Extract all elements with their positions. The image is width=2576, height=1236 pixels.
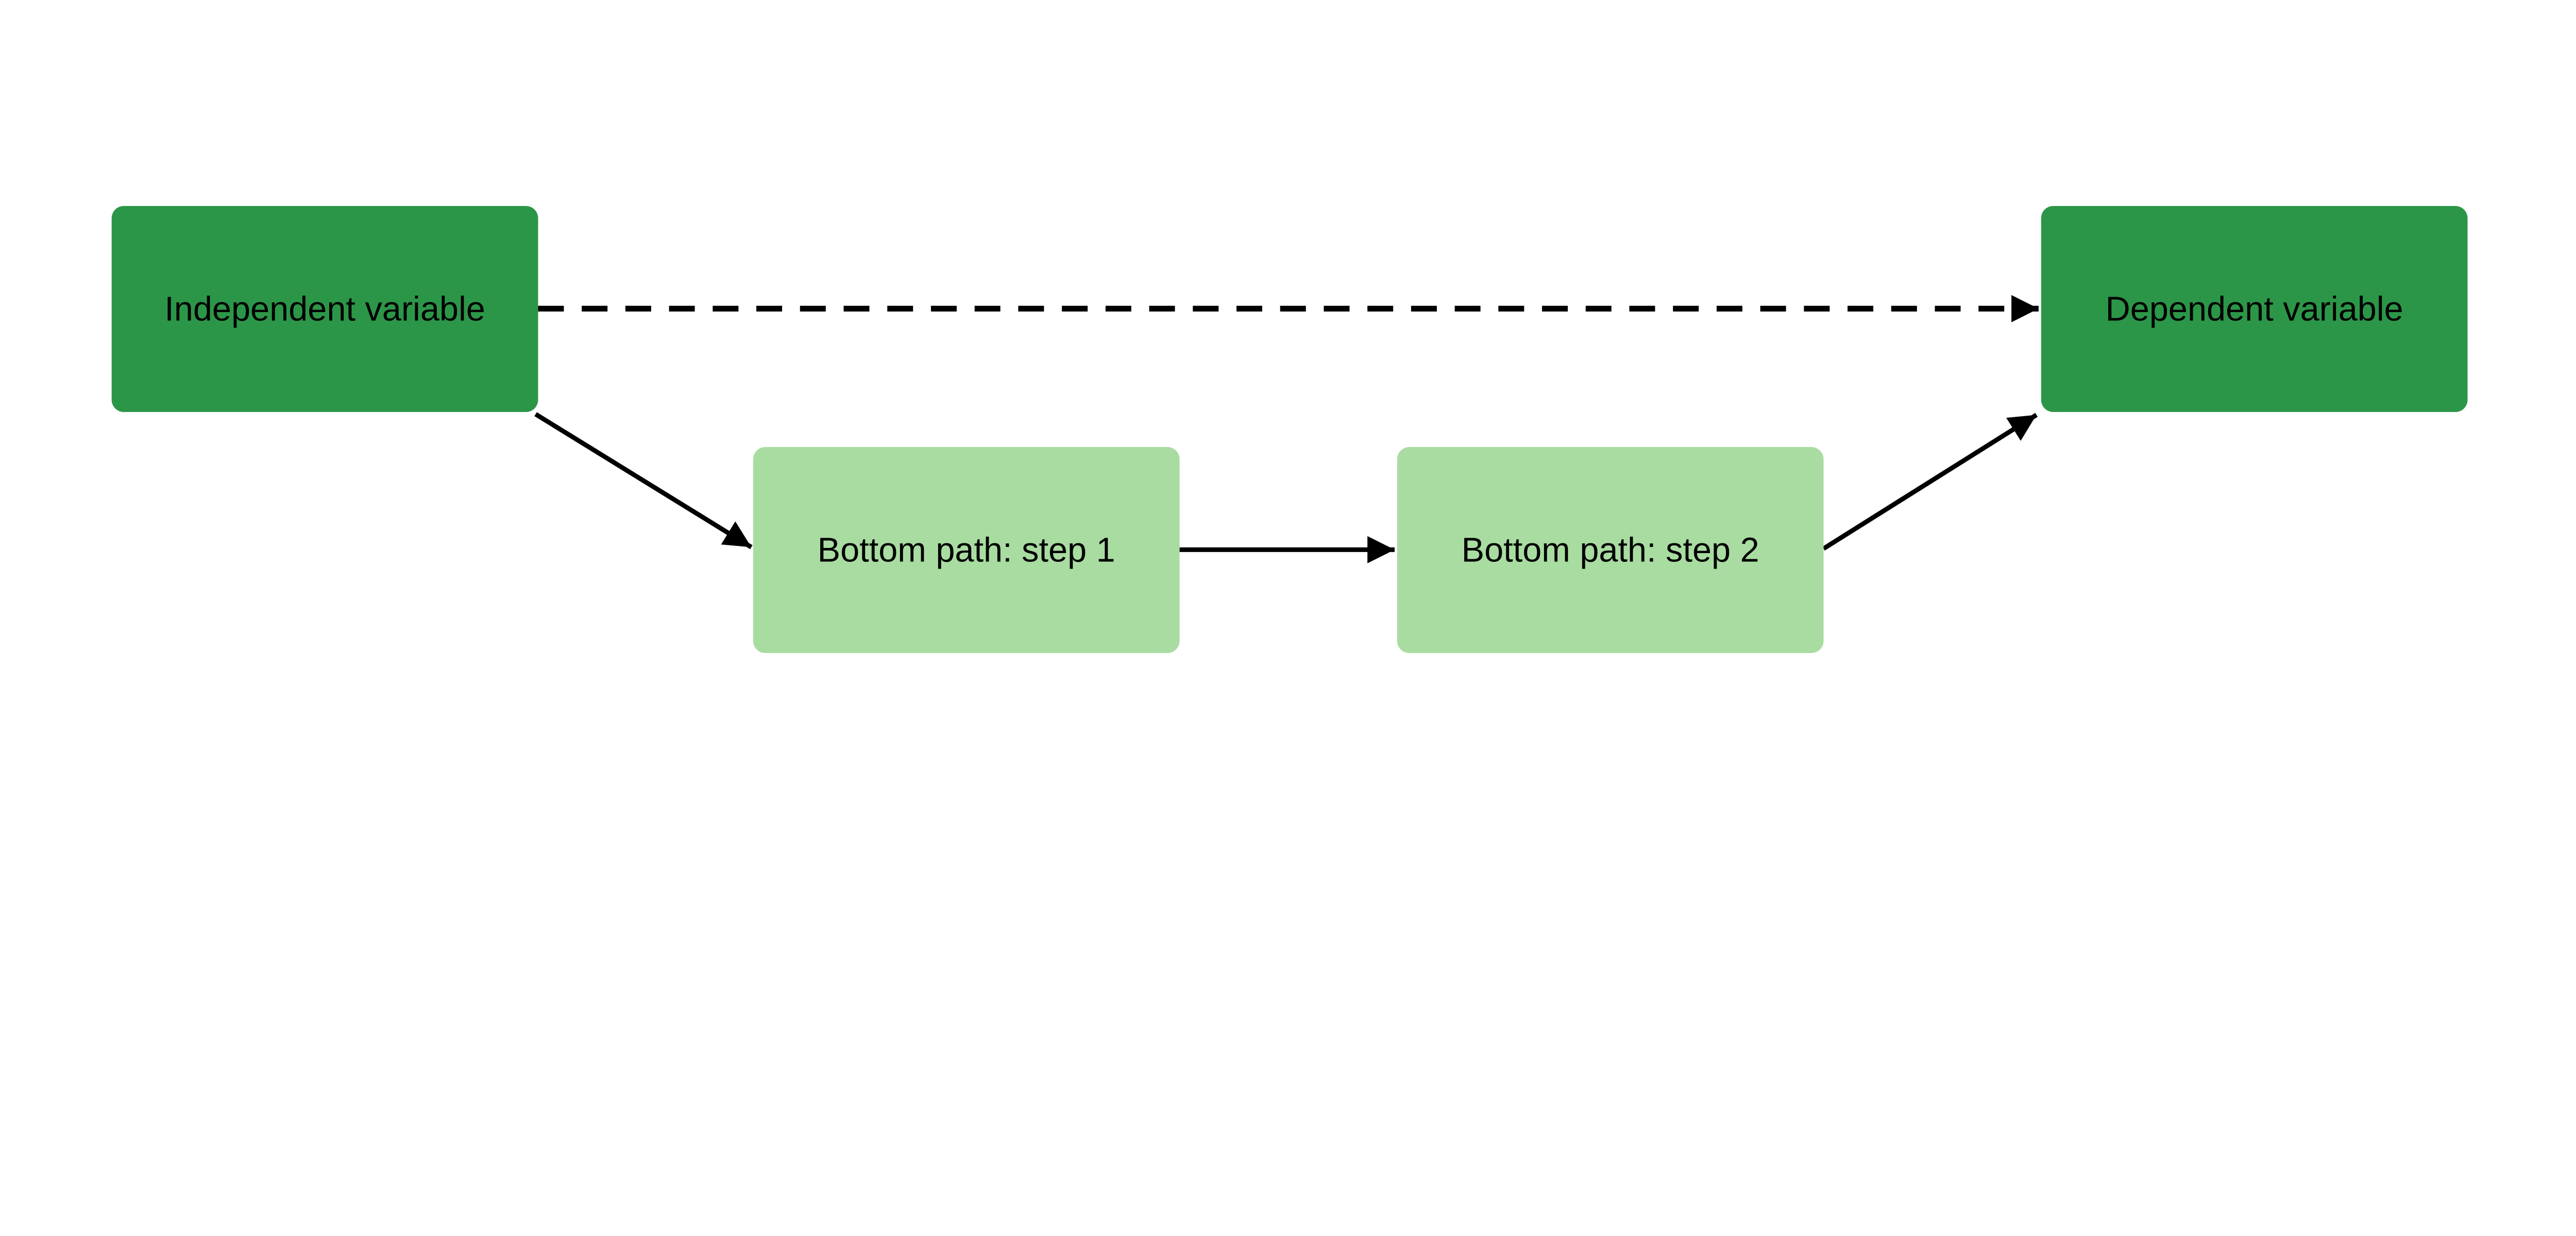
- mediation-diagram-canvas: Independent variable Dependent variable …: [111, 205, 2468, 654]
- node-bottom-path-step-2: Bottom path: step 2: [1397, 447, 1824, 654]
- node-box: [2041, 205, 2468, 412]
- node-bottom-path-step-1: Bottom path: step 1: [753, 447, 1180, 654]
- node-box: [1397, 447, 1824, 654]
- node-label: Dependent variable: [2106, 290, 2403, 329]
- node-independent-variable: Independent variable: [111, 205, 538, 412]
- node-box: [111, 205, 538, 412]
- node-label: Independent variable: [164, 290, 485, 329]
- edge-independent-to-step1-arrow: [534, 412, 753, 550]
- node-label: Bottom path: step 2: [1462, 531, 1759, 570]
- node-label: Bottom path: step 1: [818, 531, 1115, 570]
- node-dependent-variable: Dependent variable: [2041, 205, 2468, 412]
- edge-step2-to-dependent-arrow: [1822, 413, 2038, 551]
- node-box: [753, 447, 1180, 654]
- mediation-diagram-figure: Independent variable Dependent variable …: [111, 205, 2468, 654]
